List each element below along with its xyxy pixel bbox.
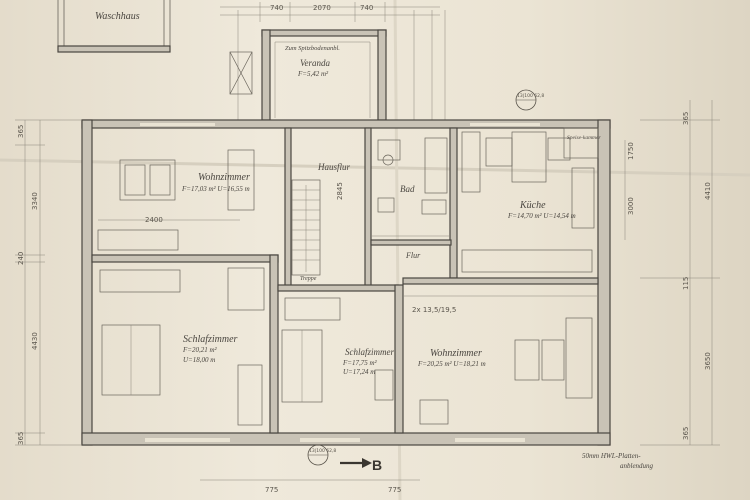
dim-1750: 1750 bbox=[627, 142, 635, 160]
outer-walls bbox=[81, 119, 611, 446]
room-area-schlafzimmer: F=20,21 m² bbox=[182, 346, 218, 354]
room-label-bad: Bad bbox=[400, 184, 415, 194]
room-label-veranda: Veranda bbox=[300, 58, 330, 68]
dim-right-115: 115 bbox=[682, 277, 690, 290]
interior-walls bbox=[91, 127, 599, 434]
room-label-waschhaus: Waschhaus bbox=[95, 11, 140, 22]
room-label-schlafzimmer2: Schlafzimmer bbox=[345, 347, 394, 357]
dim-left-365: 365 bbox=[17, 125, 25, 138]
dim-stair-steps: 2x 13,5/19,5 bbox=[412, 306, 456, 314]
kueche-furniture bbox=[461, 127, 599, 273]
right-dimension-chain bbox=[624, 100, 720, 446]
room-area-veranda: F=5,42 m² bbox=[297, 70, 329, 78]
room-label-flur: Flur bbox=[405, 251, 421, 260]
dim-3000: 3000 bbox=[627, 197, 635, 215]
dim-right-365: 365 bbox=[682, 112, 690, 125]
room-perimeter-schlafzimmer: U=18,00 m bbox=[183, 356, 215, 364]
wohnzimmer-top-furniture bbox=[97, 149, 255, 251]
section-marker-top bbox=[515, 89, 537, 111]
room-label-veranda-note: Zum Spitzbodenanbl. bbox=[285, 45, 340, 52]
dim-775a: 775 bbox=[265, 486, 278, 494]
paper-fold bbox=[0, 158, 750, 177]
schlafzimmer-furniture bbox=[99, 267, 265, 426]
dim-2400: 2400 bbox=[145, 216, 163, 224]
room-label-hausflur: Hausflur bbox=[317, 162, 351, 172]
top-dimension-chain bbox=[220, 2, 446, 120]
staircase bbox=[291, 179, 321, 276]
stair-label: Treppe bbox=[300, 276, 317, 282]
dim-left-365b: 365 bbox=[17, 432, 25, 445]
section-arrow bbox=[340, 458, 372, 468]
room-area-kueche: F=14,70 m² U=14,54 m bbox=[507, 212, 576, 220]
dim-left-4430: 4430 bbox=[31, 332, 39, 350]
note-hwl-line2: anblendung bbox=[620, 462, 654, 470]
room-label-kueche: Küche bbox=[519, 200, 546, 211]
room-area-schlafzimmer2: F=17,75 m² bbox=[342, 359, 378, 367]
section-letter: B bbox=[372, 457, 382, 473]
waschhaus-outline bbox=[57, 0, 171, 53]
left-dimension-chain bbox=[15, 119, 82, 446]
room-perimeter-schlafzimmer2: U=17,24 m bbox=[343, 368, 375, 376]
room-area-wohnzimmer-bottom: F=20,25 m² U=18,21 m bbox=[417, 360, 486, 368]
dim-right-4410: 4410 bbox=[704, 182, 712, 200]
section-marker-top-label: 13|100 62,8 bbox=[517, 93, 544, 99]
room-label-wohnzimmer-bottom: Wohnzimmer bbox=[430, 348, 482, 359]
bad-fixtures bbox=[371, 137, 450, 237]
dim-left-3340: 3340 bbox=[31, 192, 39, 210]
room-area-wohnzimmer-top: F=17,03 m² U=16,55 m bbox=[181, 185, 250, 193]
room-label-wohnzimmer-top: Wohnzimmer bbox=[198, 172, 250, 183]
dim-2845: 2845 bbox=[336, 182, 344, 200]
veranda-outline bbox=[229, 29, 387, 121]
room-label-speisekammer: Speise-kammer bbox=[567, 135, 601, 141]
dim-top-740b: 740 bbox=[360, 4, 373, 12]
schlafzimmer2-furniture bbox=[281, 297, 394, 403]
section-marker-bottom-label: 13|100 62,8 bbox=[309, 448, 336, 454]
room-label-schlafzimmer: Schlafzimmer bbox=[183, 334, 238, 345]
dim-right-3650: 3650 bbox=[704, 352, 712, 370]
dim-775b: 775 bbox=[388, 486, 401, 494]
section-marker-bottom bbox=[307, 444, 329, 466]
dim-top-2070: 2070 bbox=[313, 4, 331, 12]
wohnzimmer-bottom-furniture bbox=[403, 295, 598, 425]
dim-top-740: 740 bbox=[270, 4, 283, 12]
dim-left-240: 240 bbox=[17, 252, 25, 265]
dim-right-365b: 365 bbox=[682, 427, 690, 440]
note-hwl-line1: 50mm HWL-Platten- bbox=[582, 452, 641, 460]
